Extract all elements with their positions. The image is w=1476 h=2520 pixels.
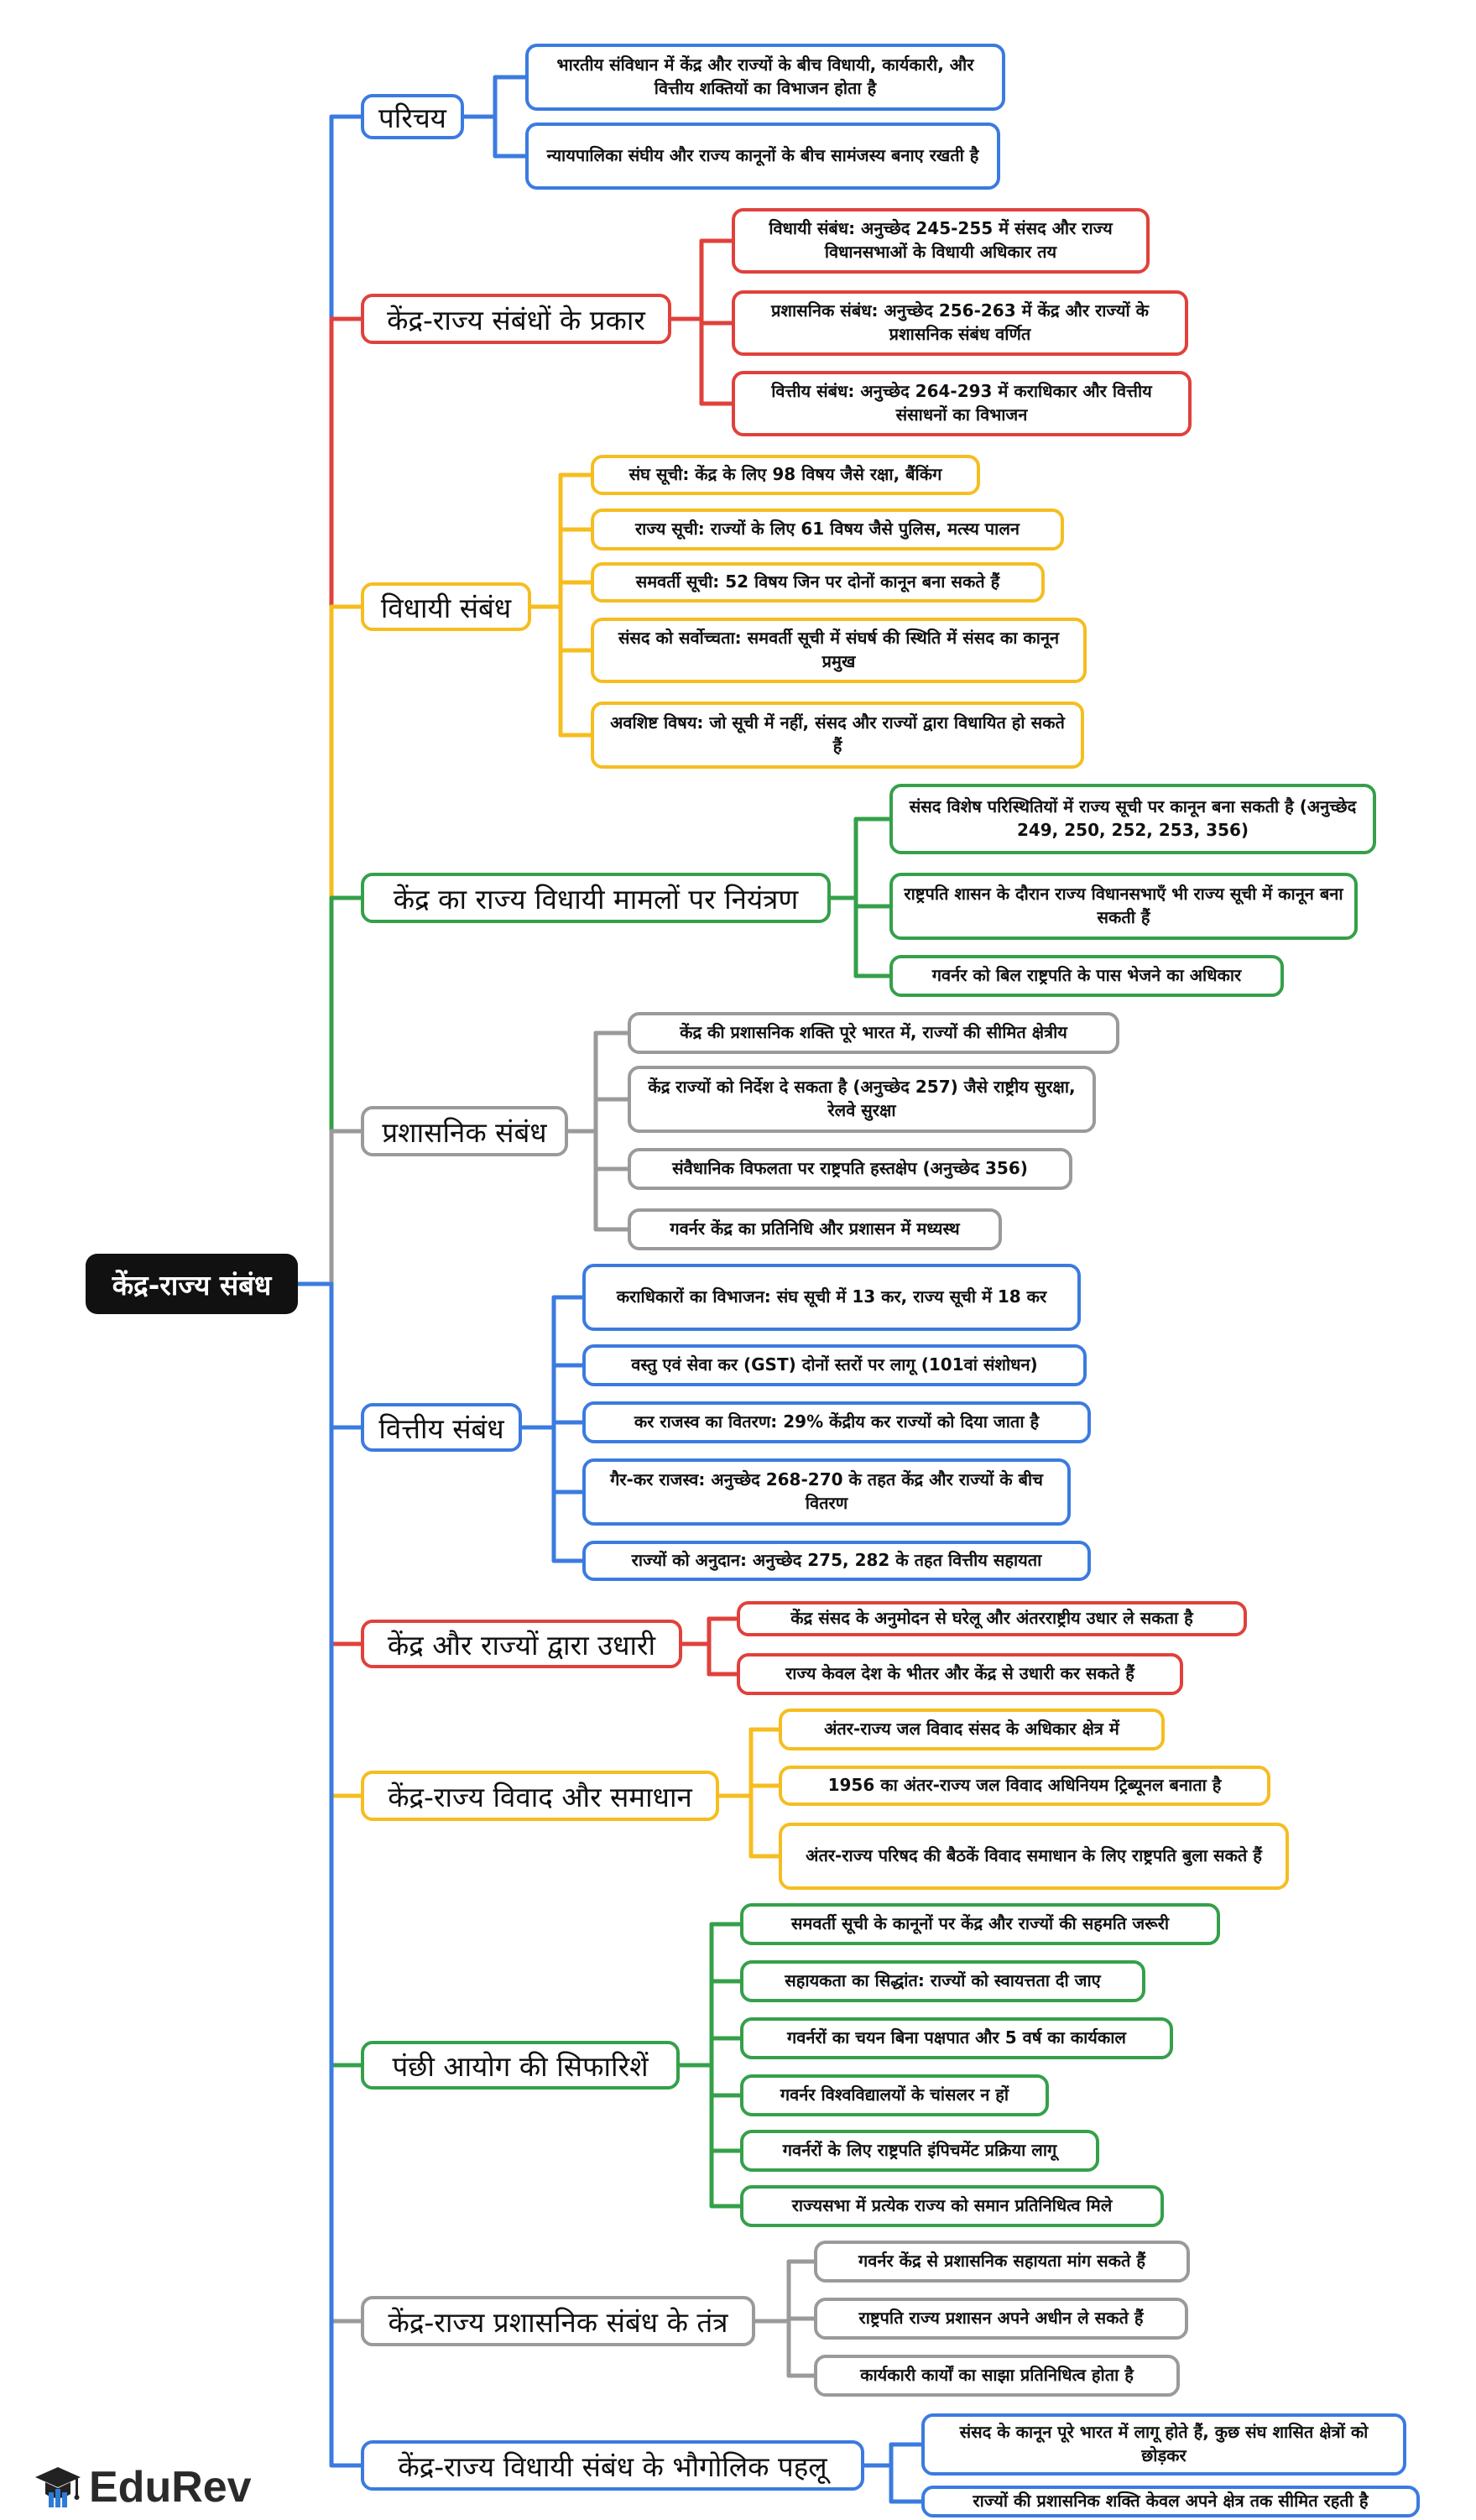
- branch-node: केंद्र का राज्य विधायी मामलों पर नियंत्र…: [361, 873, 831, 923]
- leaf-node: संघ सूची: केंद्र के लिए 98 विषय जैसे रक्…: [591, 455, 980, 495]
- leaf-node: केंद्र राज्यों को निर्देश दे सकता है (अन…: [628, 1066, 1096, 1133]
- leaf-node: अंतर-राज्य परिषद की बैठकें विवाद समाधान …: [779, 1823, 1289, 1890]
- branch-node: केंद्र-राज्य प्रशासनिक संबंध के तंत्र: [361, 2296, 755, 2346]
- branch-node: विधायी संबंध: [361, 582, 531, 631]
- leaf-node: राष्ट्रपति राज्य प्रशासन अपने अधीन ले सक…: [814, 2298, 1188, 2340]
- leaf-node: अंतर-राज्य जल विवाद संसद के अधिकार क्षेत…: [779, 1709, 1165, 1750]
- branch-node: केंद्र-राज्य विधायी संबंध के भौगोलिक पहल…: [361, 2440, 864, 2491]
- leaf-node: गवर्नर को बिल राष्ट्रपति के पास भेजने का…: [889, 955, 1284, 997]
- leaf-node: विधायी संबंध: अनुच्छेद 245-255 में संसद …: [732, 208, 1150, 274]
- branch-node: पंछी आयोग की सिफारिशें: [361, 2041, 680, 2090]
- leaf-node: संवैधानिक विफलता पर राष्ट्रपति हस्तक्षेप…: [628, 1148, 1072, 1190]
- edurev-logo: EduRev: [34, 2460, 252, 2514]
- branch-node: केंद्र-राज्य संबंधों के प्रकार: [361, 294, 671, 344]
- leaf-node: गवर्नर केंद्र से प्रशासनिक सहायता मांग स…: [814, 2241, 1190, 2283]
- leaf-node: राज्य केवल देश के भीतर और केंद्र से उधार…: [737, 1653, 1183, 1695]
- leaf-node: संसद को सर्वोच्चता: समवर्ती सूची में संघ…: [591, 618, 1087, 683]
- leaf-node: संसद विशेष परिस्थितियों में राज्य सूची प…: [889, 784, 1376, 854]
- leaf-node: समवर्ती सूची के कानूनों पर केंद्र और राज…: [740, 1903, 1220, 1945]
- leaf-node: गवर्नर विश्वविद्यालयों के चांसलर न हों: [740, 2074, 1049, 2116]
- logo-text: EduRev: [89, 2463, 252, 2512]
- leaf-node: राज्यों को अनुदान: अनुच्छेद 275, 282 के …: [582, 1541, 1091, 1581]
- leaf-node: वित्तीय संबंध: अनुच्छेद 264-293 में कराध…: [732, 371, 1192, 436]
- leaf-node: न्यायपालिका संघीय और राज्य कानूनों के बी…: [525, 123, 1000, 190]
- leaf-node: समवर्ती सूची: 52 विषय जिन पर दोनों कानून…: [591, 562, 1045, 603]
- leaf-node: अवशिष्ट विषय: जो सूची में नहीं, संसद और …: [591, 702, 1084, 769]
- leaf-node: कर राजस्व का वितरण: 29% केंद्रीय कर राज्…: [582, 1401, 1091, 1443]
- graduation-cap-icon: [35, 2467, 81, 2507]
- leaf-node: भारतीय संविधान में केंद्र और राज्यों के …: [525, 44, 1005, 111]
- leaf-node: वस्तु एवं सेवा कर (GST) दोनों स्तरों पर …: [582, 1344, 1087, 1386]
- leaf-node: सहायकता का सिद्धांत: राज्यों को स्वायत्त…: [740, 1960, 1145, 2002]
- leaf-node: 1956 का अंतर-राज्य जल विवाद अधिनियम ट्रि…: [779, 1766, 1270, 1806]
- leaf-node: राज्यों की प्रशासनिक शक्ति केवल अपने क्ष…: [921, 2486, 1420, 2517]
- leaf-node: राज्यसभा में प्रत्येक राज्य को समान प्रत…: [740, 2185, 1164, 2227]
- leaf-node: प्रशासनिक संबंध: अनुच्छेद 256-263 में के…: [732, 290, 1188, 356]
- branch-node: परिचय: [361, 94, 464, 139]
- leaf-node: केंद्र संसद के अनुमोदन से घरेलू और अंतरर…: [737, 1601, 1247, 1636]
- leaf-node: गैर-कर राजस्व: अनुच्छेद 268-270 के तहत क…: [582, 1458, 1071, 1526]
- leaf-node: राज्य सूची: राज्यों के लिए 61 विषय जैसे …: [591, 509, 1064, 550]
- leaf-node: गवर्नरों के लिए राष्ट्रपति इंपिचमेंट प्र…: [740, 2130, 1099, 2172]
- leaf-node: केंद्र की प्रशासनिक शक्ति पूरे भारत में,…: [628, 1012, 1119, 1054]
- leaf-node: राष्ट्रपति शासन के दौरान राज्य विधानसभाए…: [889, 873, 1358, 940]
- branch-node: वित्तीय संबंध: [361, 1403, 522, 1452]
- leaf-node: संसद के कानून पूरे भारत में लागू होते है…: [921, 2413, 1406, 2476]
- leaf-node: गवर्नरों का चयन बिना पक्षपात और 5 वर्ष क…: [740, 2017, 1173, 2059]
- leaf-node: कराधिकारों का विभाजन: संघ सूची में 13 कर…: [582, 1264, 1081, 1331]
- branch-node: केंद्र-राज्य विवाद और समाधान: [361, 1771, 719, 1821]
- leaf-node: गवर्नर केंद्र का प्रतिनिधि और प्रशासन मे…: [628, 1208, 1002, 1250]
- branch-node: केंद्र और राज्यों द्वारा उधारी: [361, 1620, 682, 1668]
- branch-node: प्रशासनिक संबंध: [361, 1106, 568, 1156]
- leaf-node: कार्यकारी कार्यों का साझा प्रतिनिधित्व ह…: [814, 2355, 1180, 2397]
- root-node: केंद्र-राज्य संबंध: [86, 1254, 298, 1314]
